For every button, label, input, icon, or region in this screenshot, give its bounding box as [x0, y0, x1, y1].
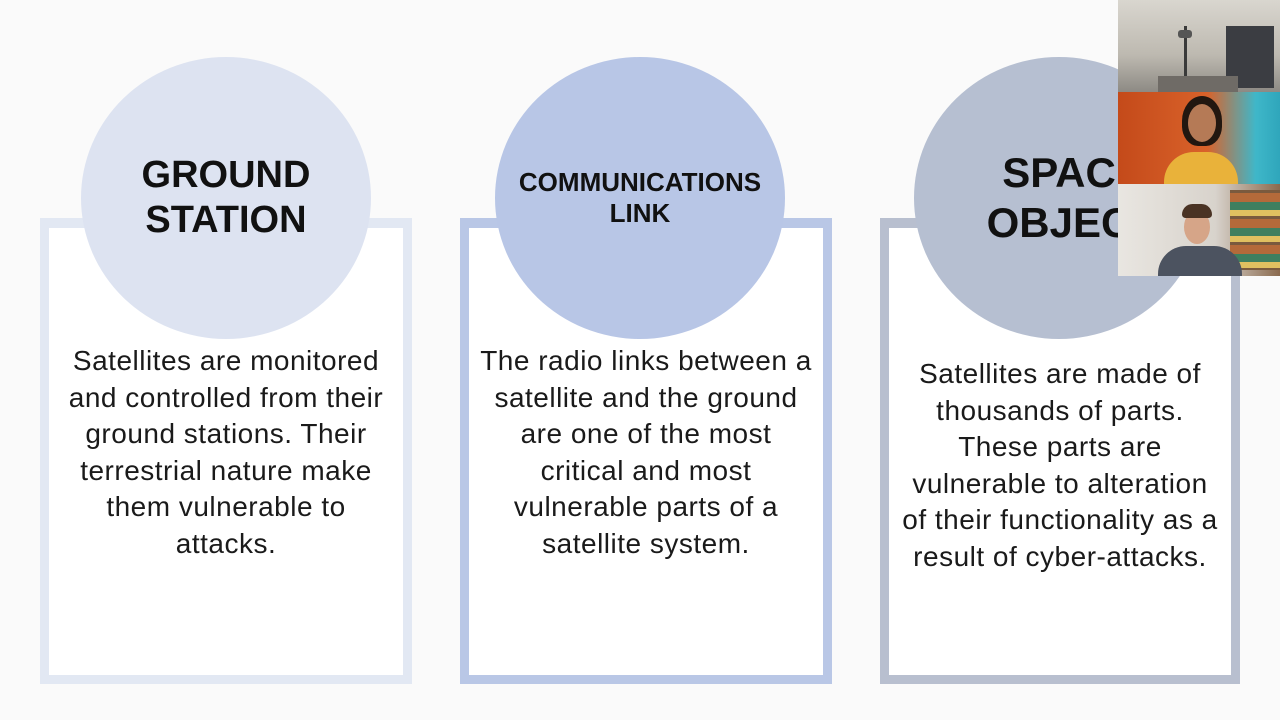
desk-shape: [1158, 76, 1238, 92]
video-tile-participant-man[interactable]: [1118, 184, 1280, 276]
body-ground-station: Satellites are monitored and controlled …: [68, 345, 384, 559]
participant-body: [1164, 152, 1238, 184]
heading-ground-station: GROUND STATION: [81, 57, 371, 339]
body-communications-link: The radio links between a satellite and …: [480, 345, 812, 559]
body-space-object: Satellites are made of thousands of part…: [902, 358, 1218, 572]
bookshelf-shape: [1230, 190, 1280, 270]
participant-face: [1188, 104, 1216, 142]
participant-body: [1158, 246, 1242, 276]
video-call-panel[interactable]: [1118, 0, 1280, 276]
participant-hair: [1182, 204, 1212, 218]
lamp-shape: [1184, 26, 1187, 84]
heading-communications-link: COMMUNICATIONS LINK: [495, 57, 785, 339]
video-tile-room[interactable]: [1118, 0, 1280, 92]
video-tile-participant-woman[interactable]: [1118, 92, 1280, 184]
lamp-head-shape: [1178, 30, 1192, 38]
